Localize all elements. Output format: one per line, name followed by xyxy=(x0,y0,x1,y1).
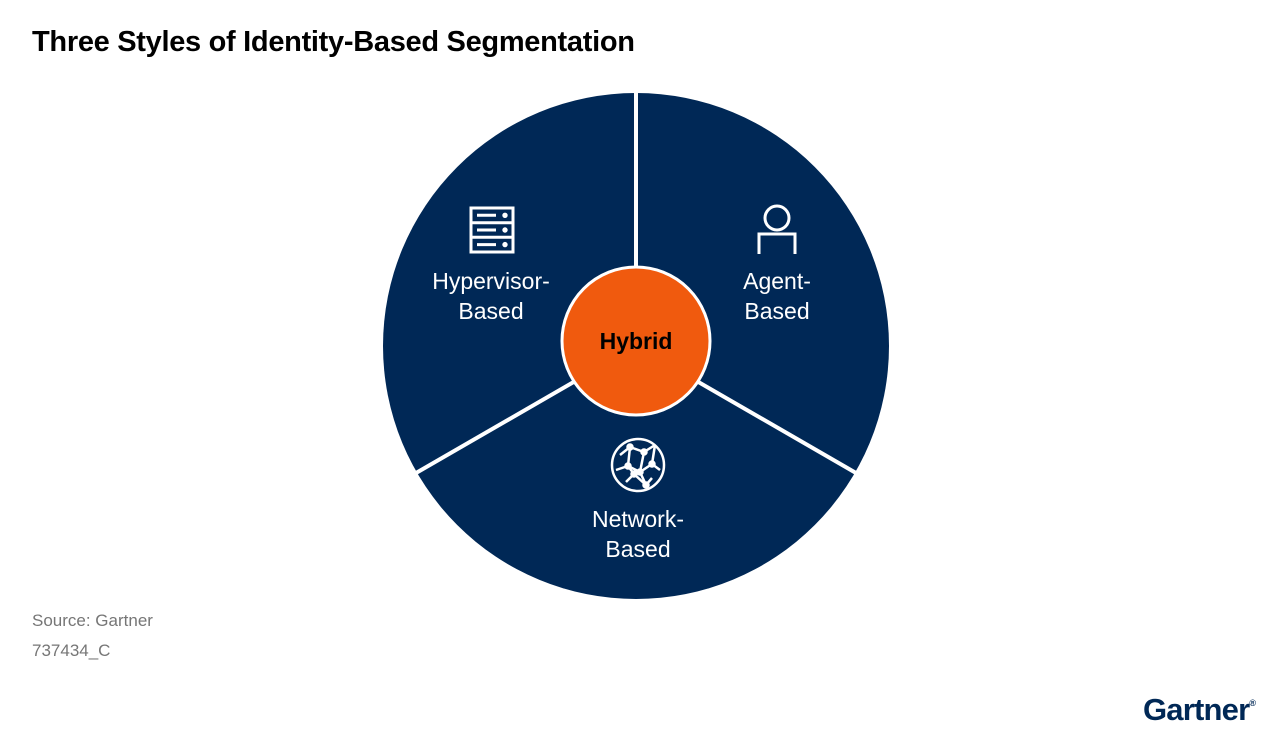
registered-mark: ® xyxy=(1249,698,1256,708)
segment-label-line1: Hypervisor- xyxy=(432,268,550,294)
server-rack-icon xyxy=(469,206,515,254)
page-title: Three Styles of Identity-Based Segmentat… xyxy=(32,26,635,58)
person-icon xyxy=(757,204,797,254)
segment-hypervisor: Hypervisor- Based xyxy=(432,206,550,324)
network-globe-icon xyxy=(610,437,666,493)
hybrid-hub xyxy=(560,265,712,417)
segment-label-line1: Agent- xyxy=(743,268,811,294)
segment-network: Network- Based xyxy=(592,437,684,562)
segment-label-line1: Network- xyxy=(592,506,684,532)
segment-agent: Agent- Based xyxy=(743,204,811,324)
source-note: Source: Gartner xyxy=(32,611,153,630)
brand-name: Gartner xyxy=(1142,692,1250,727)
hub-label: Hybrid xyxy=(600,328,673,354)
figure-id: 737434_C xyxy=(32,641,111,660)
segment-label-line2: Based xyxy=(744,298,809,324)
segment-label-line2: Based xyxy=(458,298,523,324)
gartner-logo: Gartner® xyxy=(1143,692,1256,728)
segment-label-line2: Based xyxy=(605,536,670,562)
